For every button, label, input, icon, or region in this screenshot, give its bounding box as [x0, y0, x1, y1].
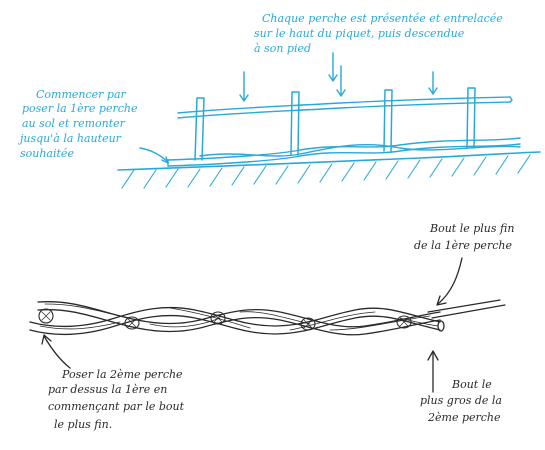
fence-post	[383, 89, 393, 152]
note-top-line: à son pied	[254, 42, 311, 55]
note-second-pole-line: Poser la 2ème perche	[61, 368, 183, 381]
down-arrow-icon	[239, 71, 249, 102]
arrow-second-pole	[41, 334, 71, 369]
start-arrow	[139, 147, 169, 164]
note-second-pole-line: commençant par le bout	[48, 400, 185, 413]
pole-one	[37, 301, 441, 336]
note-start-line: poser la 1ère perche	[22, 102, 138, 115]
knot	[210, 311, 226, 325]
fence-top-rail	[177, 96, 513, 119]
down-arrow-icon	[336, 65, 346, 97]
note-thin-end: Bout le plus fin de la 1ère perche	[414, 222, 514, 252]
arrow-thick-end	[427, 350, 439, 393]
note-second-pole-line: le plus fin.	[54, 418, 112, 431]
arrow-thin-end	[436, 257, 463, 306]
top-arrows	[239, 52, 438, 102]
note-thick-end-line: 2ème perche	[427, 411, 501, 424]
note-start-line: Commencer par	[36, 88, 127, 101]
twisted-poles-illustration	[29, 257, 506, 393]
woven-poles-ground	[167, 137, 521, 167]
note-top-line: sur le haut du piquet, puis descendue	[254, 27, 465, 40]
first-pole	[167, 137, 521, 161]
fence-post	[290, 91, 300, 156]
pole-two	[29, 299, 506, 336]
down-arrow-icon	[428, 71, 438, 95]
note-start-line: jusqu'à la hauteur	[17, 132, 122, 145]
knot	[300, 317, 316, 331]
ground-hatching	[121, 154, 531, 189]
down-arrow-icon	[328, 52, 338, 82]
note-second-pole-line: par dessus la 1ère en	[48, 383, 167, 396]
note-thick-end-line: plus gros de la	[420, 394, 502, 407]
fence-post	[194, 97, 205, 161]
note-start-line: souhaitée	[20, 147, 74, 160]
note-thick-end: Bout le plus gros de la 2ème perche	[420, 378, 502, 424]
fence-post	[466, 87, 476, 149]
note-second-pole: Poser la 2ème perche par dessus la 1ère …	[48, 368, 185, 431]
knot	[396, 315, 412, 329]
knot	[124, 316, 140, 330]
note-top: Chaque perche est présentée et entrelacé…	[254, 12, 503, 55]
knot	[38, 308, 54, 324]
ground-line	[117, 151, 541, 171]
note-start: Commencer par poser la 1ère perche au so…	[17, 88, 138, 160]
note-thick-end-line: Bout le	[451, 378, 492, 391]
note-top-line: Chaque perche est présentée et entrelacé…	[262, 12, 503, 25]
crossing-knots	[38, 308, 412, 331]
note-thin-end-line: Bout le plus fin	[429, 222, 514, 235]
note-start-line: au sol et remonter	[22, 117, 126, 130]
note-thin-end-line: de la 1ère perche	[414, 239, 512, 252]
fence-illustration	[117, 52, 541, 189]
